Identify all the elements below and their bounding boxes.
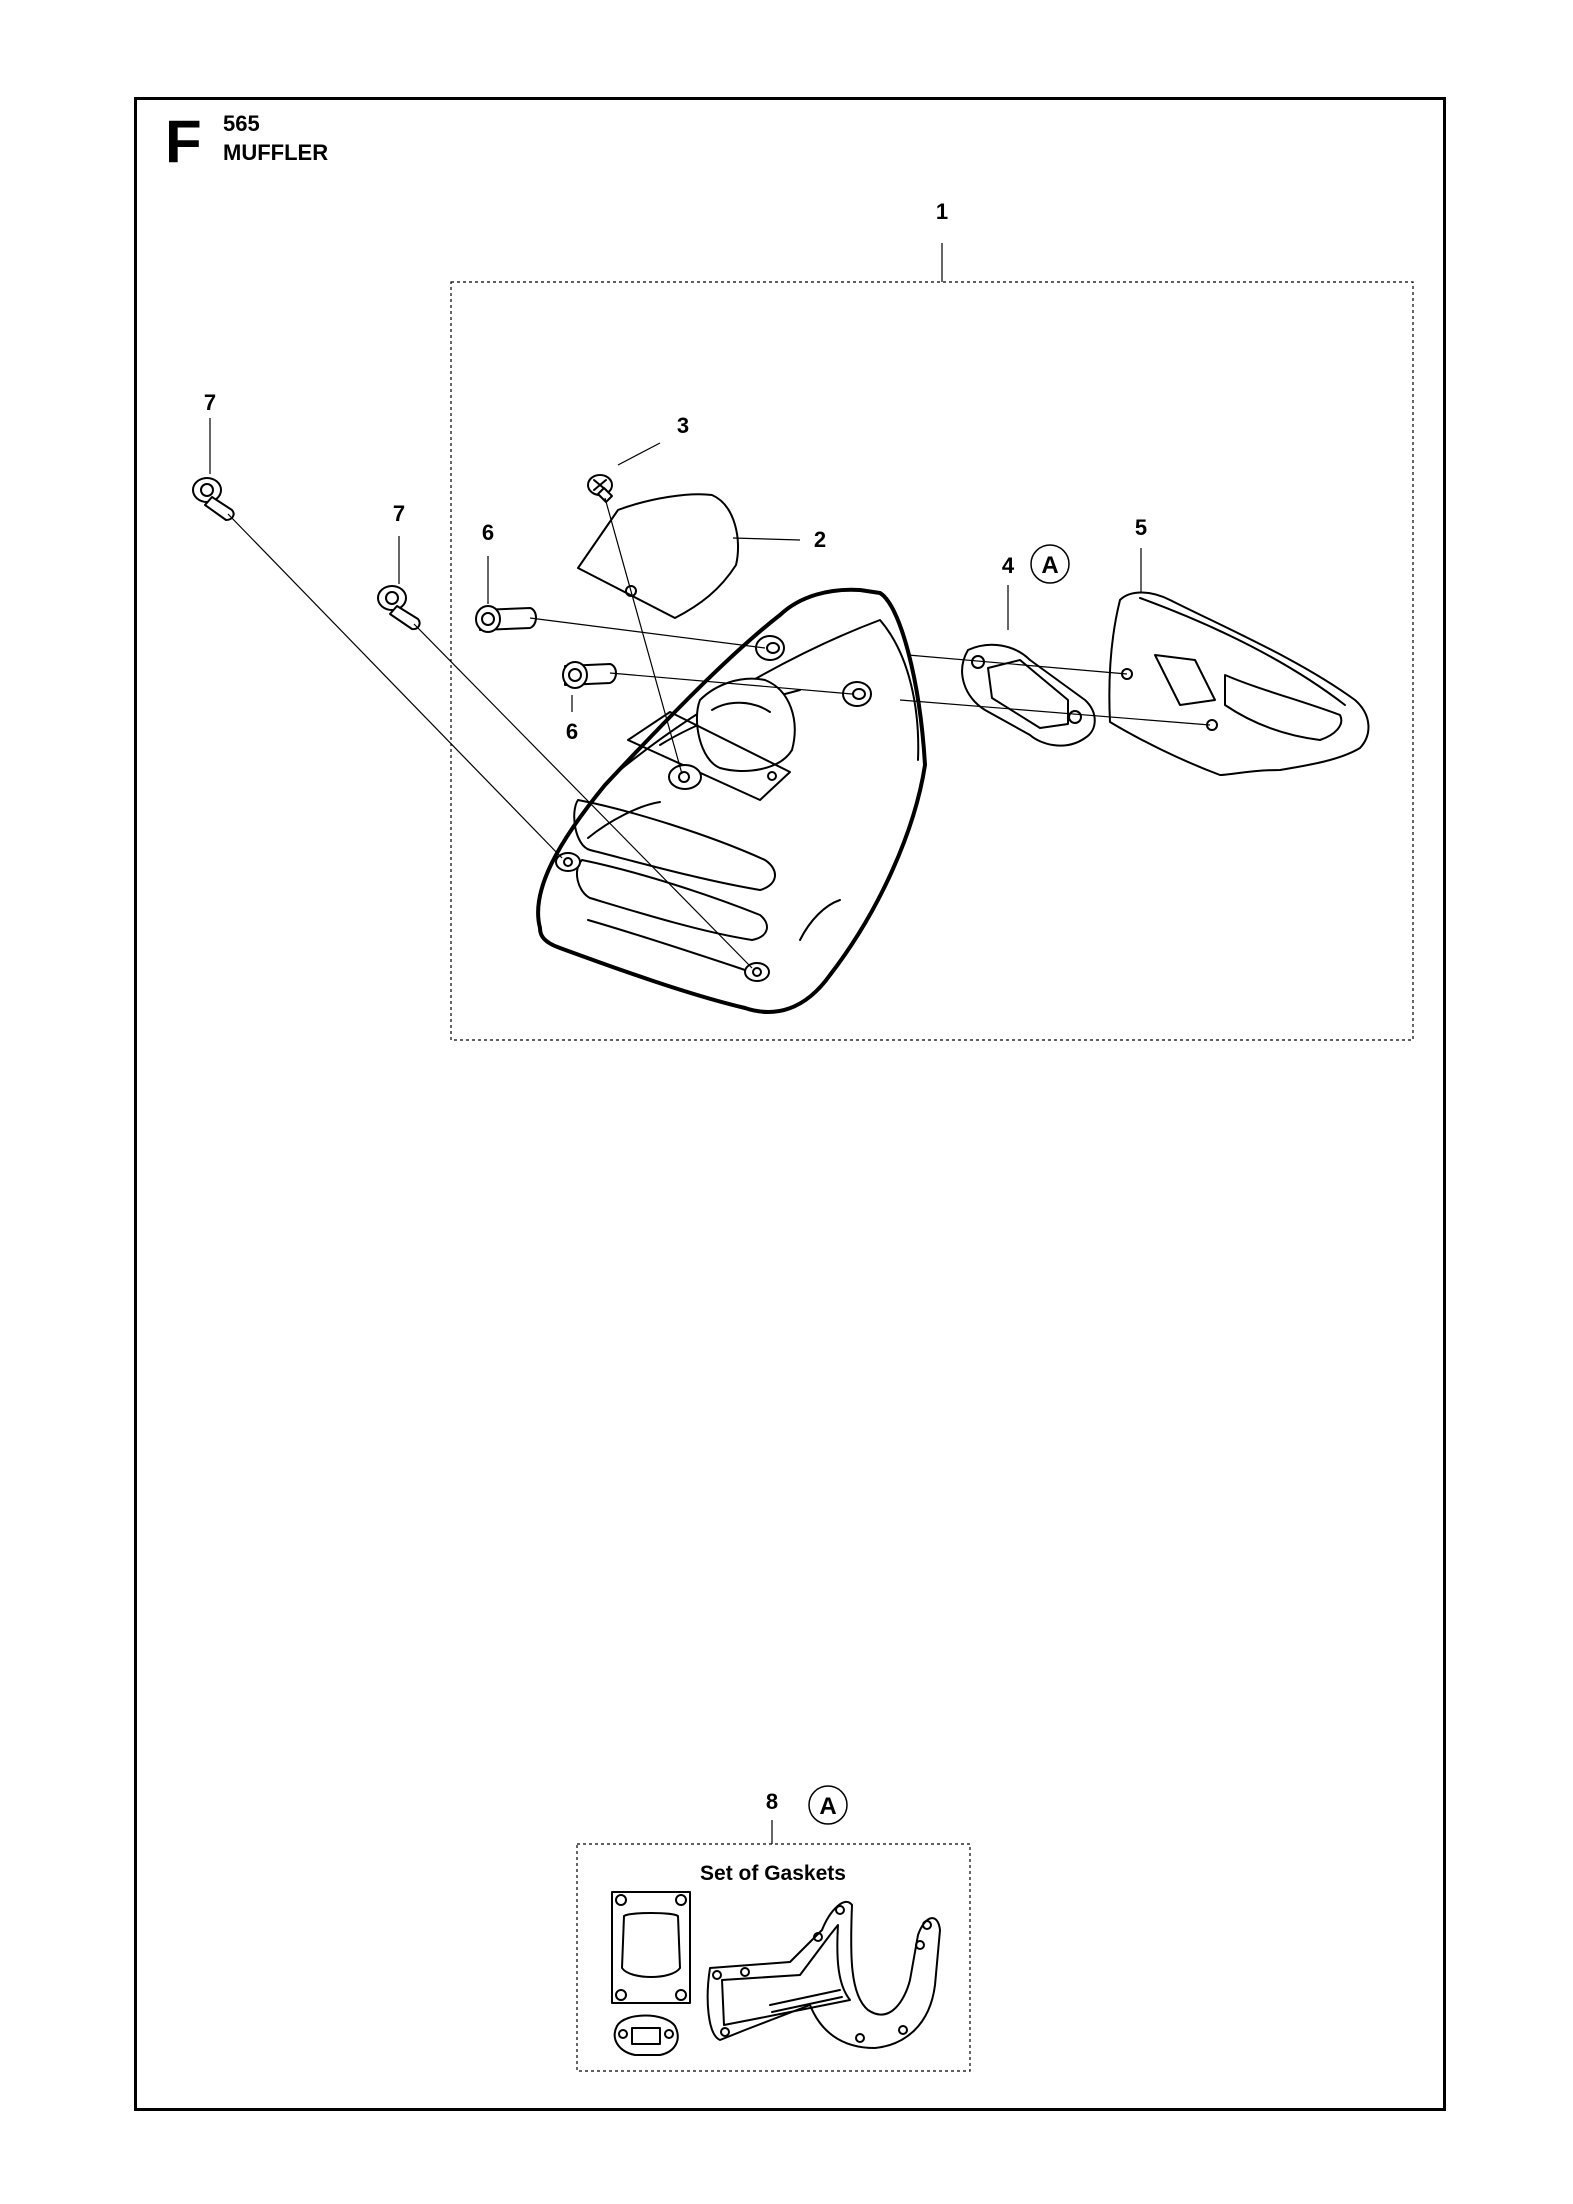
callout-3: 3 [677,413,689,438]
callout-2: 2 [814,527,826,552]
heat-shield-icon [1108,591,1370,776]
callout-1: 1 [936,199,948,224]
gasket-set-box [576,1843,971,2072]
page-frame [134,97,1446,2111]
bolt-icon-middle [377,585,421,631]
bolt-icon-lower [562,661,617,689]
svg-text:A: A [1041,552,1058,579]
callout-8: 8 [766,1789,778,1814]
gasket-set-title: Set of Gaskets [700,1862,846,1885]
cover-plate-icon [577,493,740,619]
section-letter: F [165,108,202,175]
gasket-marker-8: A [808,1785,848,1825]
bolt-icon-left [192,477,235,521]
callout-7-left: 7 [204,390,216,415]
gasket-set-icon [611,1891,941,2056]
screw-icon [587,474,613,503]
gasket-icon [961,643,1096,747]
bolt-icon-upper [475,605,537,633]
muffler-body-icon [536,587,927,1014]
callout-7-middle: 7 [393,501,405,526]
svg-text:A: A [819,1793,836,1820]
model-number: 565 [223,111,260,136]
callout-4: 4 [1002,553,1015,578]
callout-5: 5 [1135,515,1147,540]
page-title: MUFFLER [223,140,329,165]
callout-6-upper: 6 [482,520,494,545]
gasket-marker-4: A [1030,544,1070,584]
callout-6-lower: 6 [566,719,578,744]
